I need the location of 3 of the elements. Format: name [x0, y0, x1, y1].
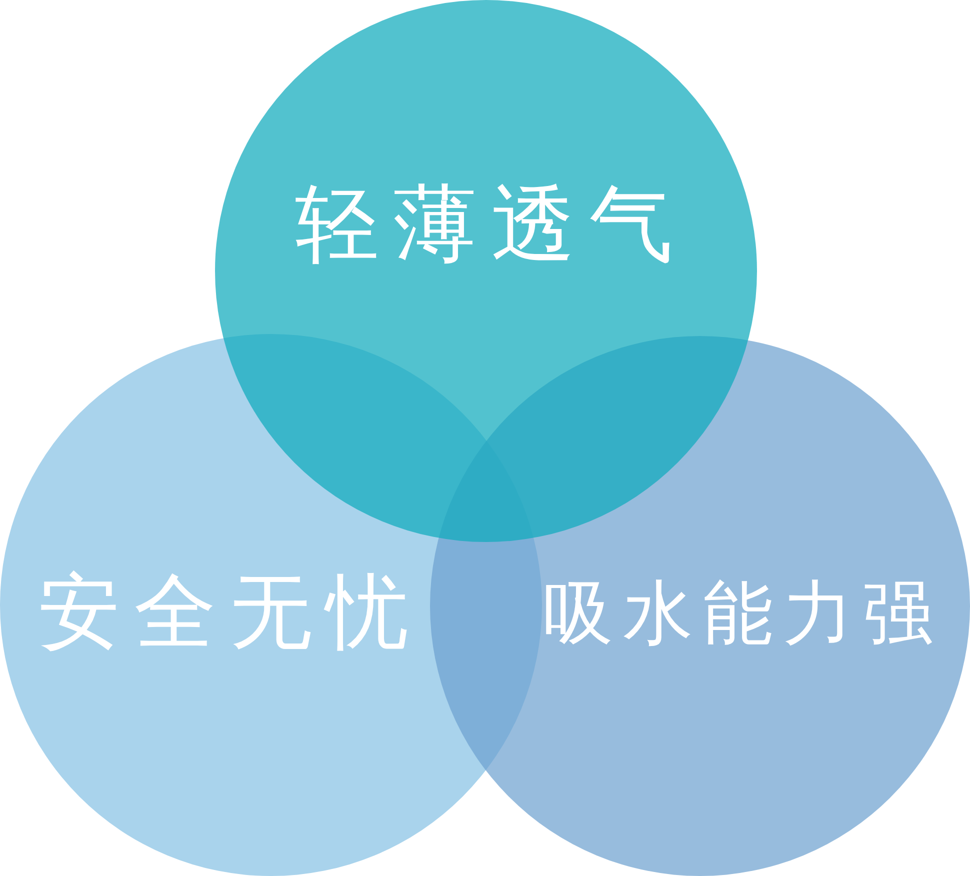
feature-label: 轻薄透气 [295, 182, 687, 266]
feature-label: 安全无忧 [38, 572, 422, 654]
feature-label: 吸水能力强 [543, 578, 943, 648]
